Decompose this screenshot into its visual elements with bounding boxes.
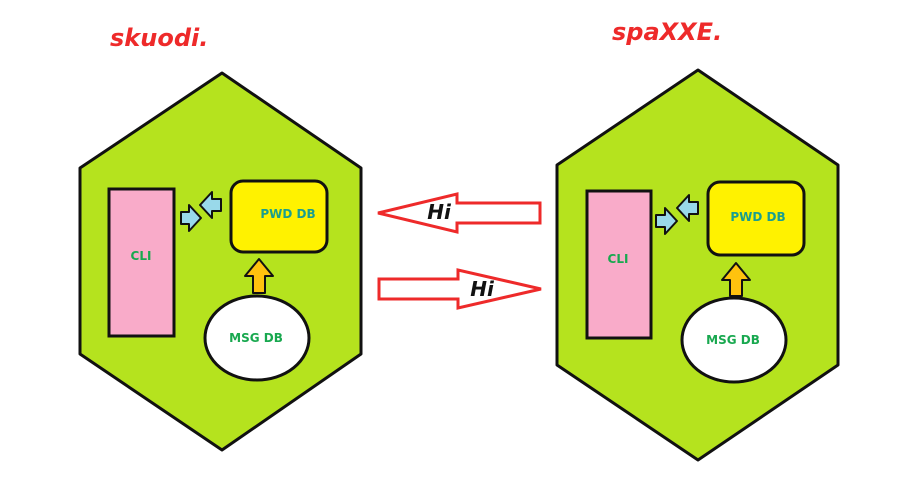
node-left-arrow-to-cli <box>199 191 222 219</box>
node-right-title: spaXXE. <box>612 18 722 46</box>
node-left-title: skuodi. <box>110 24 208 52</box>
node-right-msg-label: MSG DB <box>706 333 760 347</box>
node-left-arrow-up <box>244 258 274 294</box>
node-right-msg-db <box>680 296 788 384</box>
message-arrow-outgoing: Hi <box>377 268 542 310</box>
node-left-cli-box <box>107 187 176 338</box>
message-arrow-outgoing-label: Hi <box>470 277 495 301</box>
node-right: spaXXE. CLI PWD DB MSG DB <box>555 18 840 462</box>
node-right-pwd-box <box>706 180 806 257</box>
node-right-pwd-label: PWD DB <box>730 210 785 224</box>
node-left: skuodi. CLI PWD DB MSG DB <box>78 24 363 452</box>
node-right-cli-label: CLI <box>608 252 629 266</box>
node-right-arrow-up <box>721 262 751 297</box>
node-left-pwd-label: PWD DB <box>260 207 315 221</box>
node-right-cli-box <box>585 189 653 340</box>
message-arrow-incoming: Hi <box>377 192 542 234</box>
node-left-msg-label: MSG DB <box>229 331 283 345</box>
node-left-cli-label: CLI <box>131 249 152 263</box>
message-arrow-incoming-label: Hi <box>427 200 452 224</box>
node-right-arrow-to-pwd <box>655 207 678 235</box>
node-right-arrow-to-cli <box>676 194 699 222</box>
node-left-msg-db <box>203 294 311 382</box>
node-left-arrow-to-pwd <box>180 204 202 232</box>
node-left-pwd-box <box>229 179 329 254</box>
